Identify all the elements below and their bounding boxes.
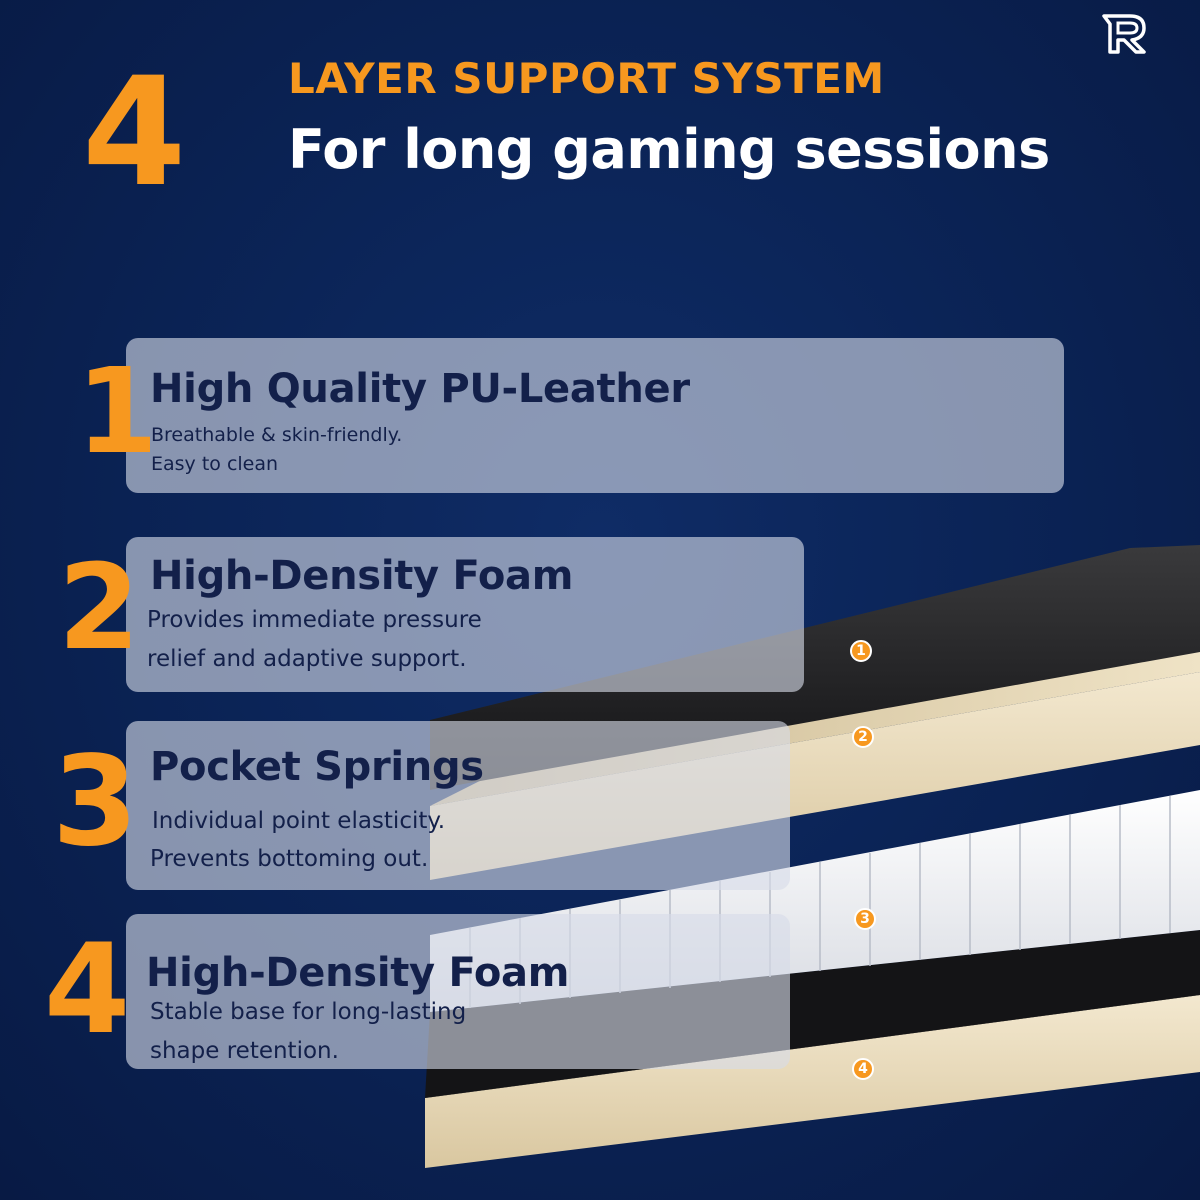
layer-card-4 [126, 914, 790, 1069]
layer-badge-2: 2 [852, 726, 874, 748]
layer-2-line-2: relief and adaptive support. [147, 646, 467, 672]
layer-card-2 [126, 537, 804, 692]
layer-1-line-2: Easy to clean [151, 453, 279, 475]
layer-number-3: 3 [52, 730, 139, 874]
layer-title-1: High Quality PU-Leather [150, 366, 690, 412]
layer-3-line-2: Prevents bottoming out. [150, 846, 429, 872]
page-subtitle: LAYER SUPPORT SYSTEM [288, 54, 885, 103]
hero-layer-count: 4 [82, 46, 187, 220]
r-logo-icon [1102, 14, 1146, 54]
layer-title-3: Pocket Springs [150, 744, 484, 790]
layer-badge-4: 4 [852, 1058, 874, 1080]
layer-1-line-1: Breathable & skin-friendly. [151, 424, 403, 446]
layer-number-2: 2 [58, 538, 141, 676]
layer-4-line-2: shape retention. [150, 1038, 339, 1064]
layer-4-foam-face [425, 995, 1200, 1168]
layer-4-line-1: Stable base for long-lasting [150, 999, 467, 1025]
layer-3-line-1: Individual point elasticity. [152, 808, 446, 834]
layer-title-2: High-Density Foam [150, 553, 574, 599]
page-title: For long gaming sessions [288, 118, 1050, 181]
layer-card-1 [126, 338, 1064, 493]
layer-2-line-1: Provides immediate pressure [147, 607, 482, 633]
layer-title-4: High-Density Foam [146, 950, 570, 996]
layer-badge-1: 1 [850, 640, 872, 662]
layer-card-3 [126, 721, 790, 890]
layer-number-1: 1 [76, 342, 159, 480]
layer-number-4: 4 [44, 918, 131, 1062]
layer-badge-3: 3 [854, 908, 876, 930]
